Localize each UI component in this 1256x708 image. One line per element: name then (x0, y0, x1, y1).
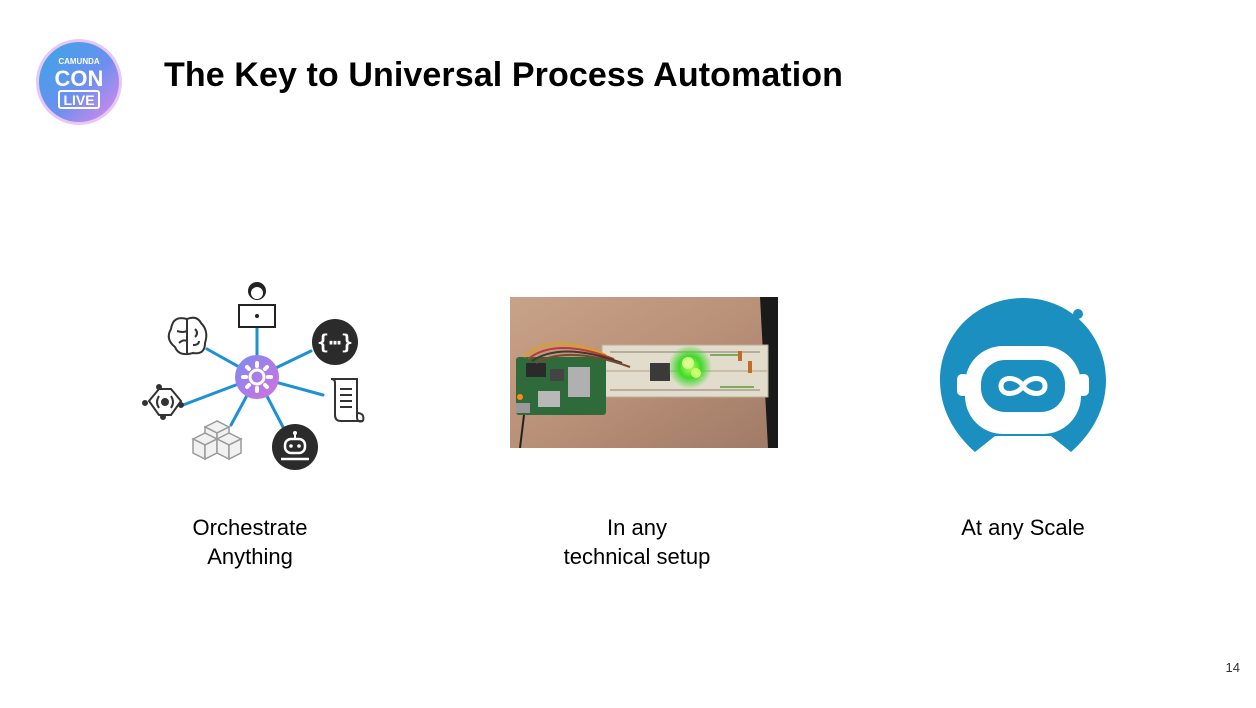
raspberry-pi-photo (510, 297, 778, 448)
code-braces-icon: {⋯} (312, 319, 358, 365)
logo-line2: CON (55, 66, 104, 91)
page-title: The Key to Universal Process Automation (164, 56, 844, 94)
svg-text:{⋯}: {⋯} (317, 330, 353, 354)
page-number: 14 (1225, 660, 1240, 675)
iot-sensor-icon (142, 384, 184, 420)
caption-scale: At any Scale (923, 513, 1123, 542)
caption-line: In any (607, 515, 667, 540)
cubes-icon (191, 420, 243, 461)
caption-orchestrate: Orchestrate Anything (150, 513, 350, 571)
caption-technical-setup: In any technical setup (537, 513, 737, 571)
brain-icon (167, 316, 208, 356)
document-scroll-icon (330, 378, 365, 423)
robot-helmet-icon (940, 298, 1106, 452)
logo-line3: LIVE (63, 92, 94, 108)
caption-line: Anything (207, 544, 293, 569)
caption-line: At any Scale (961, 515, 1085, 540)
logo-line1: CAMUNDA (58, 57, 100, 66)
orchestration-hub-icon: {⋯} (142, 282, 365, 470)
camundacon-live-logo: CAMUNDA CON LIVE (36, 39, 122, 125)
person-laptop-icon (238, 282, 276, 328)
caption-line: Orchestrate (192, 515, 308, 540)
caption-line: technical setup (563, 544, 711, 569)
robot-bot-icon (272, 424, 318, 470)
